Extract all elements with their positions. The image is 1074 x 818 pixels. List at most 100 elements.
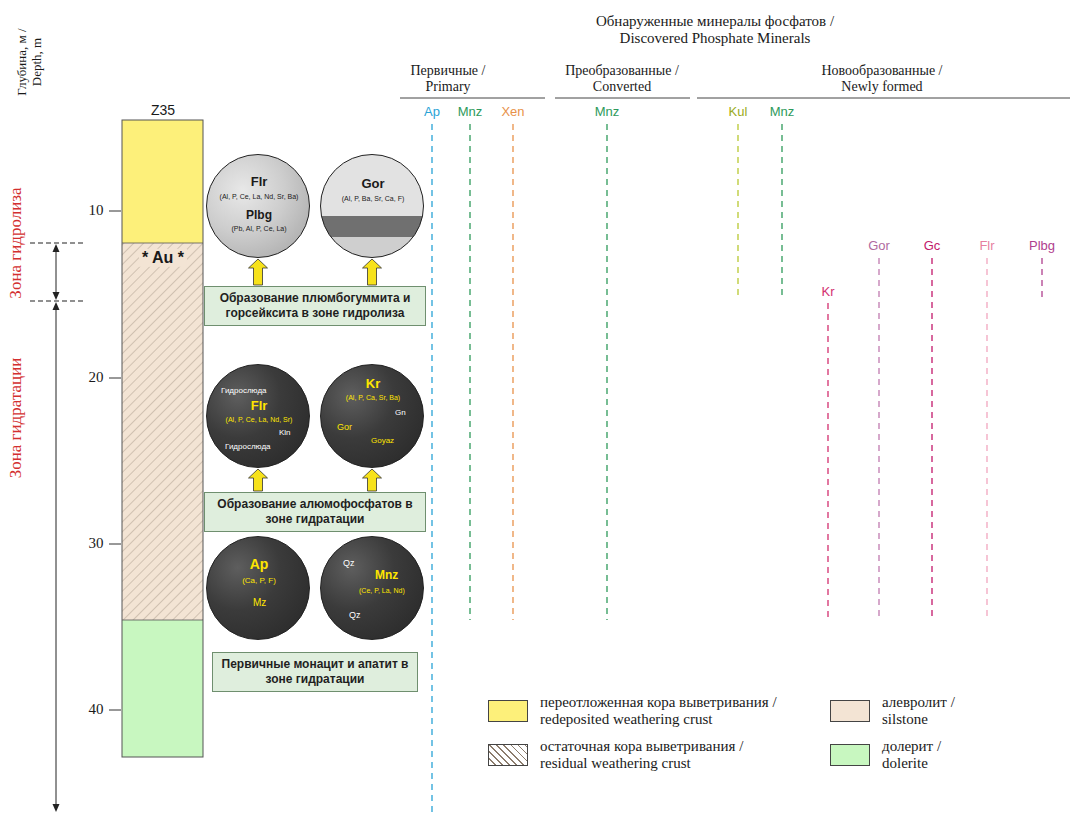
mineral-annotation: Goyaz: [371, 437, 394, 446]
mineral-annotation: Gn: [395, 409, 406, 418]
micrograph-circle: Kr (Al, P, Ca, Sr, Ba) GnGorGoyaz: [320, 364, 424, 468]
legend-swatch: [488, 700, 528, 722]
mineral-label: Plbg: [1029, 239, 1055, 254]
block-arrow: [363, 259, 382, 285]
mineral-label: Kul: [729, 105, 748, 120]
process-box: Образование алюмофосфатов в зоне гидрата…: [204, 492, 426, 532]
group-header: Преобразованные / Converted: [552, 63, 692, 95]
mineral-annotation: Flr: [251, 399, 268, 413]
mineral-annotation: (Ce, P, La, Nd): [359, 587, 405, 595]
mineral-annotation: (Al, P, Ce, La, Nd, Sr): [226, 416, 293, 424]
legend-swatch: [488, 744, 528, 766]
mineral-annotation: Qz: [343, 559, 355, 569]
micrograph-circle: Gor (Al, P, Ba, Sr, Ca, F): [320, 154, 424, 258]
borehole-id: Z35: [151, 102, 175, 118]
arrow-head: [53, 292, 60, 300]
layer-boundary: [122, 243, 203, 244]
depth-tick: [109, 211, 121, 212]
dolerite-layer: [122, 620, 203, 757]
mineral-range-line: [781, 124, 782, 300]
process-box: Первичные монацит и апатит в зоне гидрат…: [212, 652, 418, 692]
depth-value: 10: [89, 202, 104, 219]
group-underline: [400, 98, 545, 99]
mineral-range-line: [469, 124, 470, 620]
micrograph-circle: Flr (Al, P, Ce, La, Nd, Sr, Ba) Plbg (Pb, A…: [206, 154, 310, 258]
box-text: Образование плюмбогуммита и горсейксита …: [211, 291, 419, 321]
box-text: Первичные монацит и апатит в зоне гидрат…: [219, 657, 411, 687]
mineral-range-line: [431, 124, 432, 815]
arrow-head: [53, 804, 60, 812]
group-underline: [555, 98, 690, 99]
mineral-annotation: (Al, P, Ba, Sr, Ca, F): [342, 195, 405, 203]
arrow-head: [53, 244, 60, 252]
depth-value: 30: [89, 535, 104, 552]
group-header: Новообразованные / Newly formed: [808, 63, 956, 95]
mineral-annotation: Plbg: [246, 209, 272, 222]
mineral-annotation: Ap: [250, 557, 269, 572]
legend-text: переотложенная кора выветривания / redep…: [540, 694, 795, 729]
mineral-annotation: Gor: [337, 423, 352, 433]
depth-tick: [109, 544, 121, 545]
column-outline: [122, 120, 203, 757]
mineral-annotation: Flr: [251, 175, 268, 189]
arrow-head: [53, 302, 60, 310]
mineral-range-line: [986, 258, 987, 620]
depth-tick: [109, 378, 121, 379]
mineral-range-line: [737, 124, 738, 300]
axis-title: Глубина, м / Depth, m: [15, 14, 45, 110]
process-box: Образование плюмбогуммита и горсейксита …: [204, 286, 426, 326]
mineral-annotation: (Al, P, Ca, Sr, Ba): [346, 394, 400, 402]
mineral-label: Ap: [424, 105, 440, 120]
zone-extent-arrow: [56, 249, 57, 295]
mineral-label: Gor: [868, 239, 890, 254]
mineral-range-line: [606, 124, 607, 620]
mineral-annotation: Mnz: [375, 569, 398, 582]
group-header: Первичные / Primary: [402, 63, 494, 95]
block-arrow: [363, 469, 382, 491]
box-text: Образование алюмофосфатов в зоне гидрата…: [211, 497, 419, 527]
depth-value: 40: [89, 701, 104, 718]
mineral-range-line: [1041, 258, 1042, 300]
zone-extent-arrow: [56, 308, 57, 806]
zone-label: Зона гидратации: [6, 358, 26, 479]
micrograph-circle: ГидрослюдаFlr(Al, P, Ce, La, Nd, Sr)KlnГ…: [206, 364, 310, 468]
mineral-annotation: Kr: [366, 377, 380, 391]
block-arrow: [249, 259, 268, 285]
legend-swatch: [830, 700, 870, 722]
zone-label: Зона гидролиза: [6, 187, 26, 298]
block-arrow: [249, 469, 268, 491]
mineral-label: Gc: [924, 239, 941, 254]
mineral-label: Mnz: [770, 105, 795, 120]
micrograph-circle: QzMnz(Ce, P, La, Nd)Qz: [320, 536, 424, 640]
legend-text: алевролит / silstone: [882, 694, 982, 729]
layer-boundary: [122, 620, 203, 621]
mineral-annotation: Mz: [253, 597, 266, 608]
mineral-annotation: Gor: [361, 177, 384, 191]
depth-value: 20: [89, 369, 104, 386]
mineral-annotation: Kln: [279, 429, 291, 438]
mineral-range-line: [931, 258, 932, 620]
mineral-annotation: Qz: [349, 611, 361, 621]
mineral-label: Kr: [822, 285, 835, 300]
group-underline: [697, 98, 1070, 99]
zone-boundary: [30, 242, 84, 243]
mineral-range-line: [878, 258, 879, 620]
residual-crust-layer: [122, 243, 203, 620]
mineral-annotation: (Pb, Al, P, Ce, La): [231, 225, 286, 233]
zone-boundary: [30, 300, 84, 301]
mineral-label: Mnz: [458, 105, 483, 120]
legend-swatch: [830, 744, 870, 766]
chart-title: Обнаруженные минералы фосфатов / Discove…: [590, 13, 840, 48]
mineral-range-line: [512, 124, 513, 620]
redeposited-crust-layer: [122, 120, 203, 243]
micrograph-circle: Ap(Ca, P, F)Mz: [206, 536, 310, 640]
legend-text: долерит / dolerite: [882, 738, 982, 773]
mineral-annotation: (Al, P, Ce, La, Nd, Sr, Ba): [220, 193, 299, 201]
mineral-range-line: [827, 303, 828, 620]
element-marker: * Au *: [139, 249, 187, 267]
mineral-label: Mnz: [595, 105, 620, 120]
mineral-label: Xen: [501, 105, 524, 120]
mineral-label: Flr: [979, 239, 994, 254]
mineral-annotation: Гидрослюда: [225, 443, 271, 452]
mineral-annotation: Гидрослюда: [221, 387, 267, 396]
